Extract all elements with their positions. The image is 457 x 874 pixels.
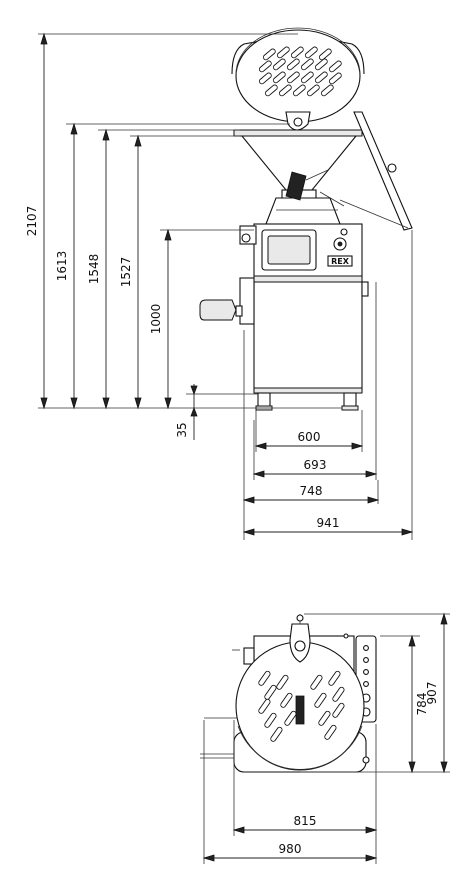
dimension-748: 748 [300, 484, 323, 498]
dimension-600: 600 [298, 430, 321, 444]
dimension-35: 35 [175, 422, 189, 437]
dimension-1613: 1613 [55, 251, 69, 282]
side-view-width-dimensions: 600 693 748 941 [242, 230, 414, 540]
dimension-693: 693 [304, 458, 327, 472]
machine-body: REX [199, 223, 369, 394]
dimension-907: 907 [425, 682, 439, 705]
brand-logo: REX [331, 257, 350, 266]
side-view-height-dimensions: 2107 1613 1548 1527 1000 35 [25, 32, 342, 440]
hopper-back-lid [319, 111, 413, 231]
dimension-1548: 1548 [87, 254, 101, 285]
dimension-784: 784 [415, 693, 429, 716]
machine-feet [255, 392, 359, 411]
top-view-machine [200, 614, 377, 773]
hopper-lid [231, 27, 365, 131]
display-screen [267, 235, 311, 265]
dimension-941: 941 [317, 516, 340, 530]
side-view-machine: REX [199, 27, 413, 411]
top-view-dimensions: 784 907 815 980 [202, 612, 450, 864]
dimension-1527: 1527 [119, 257, 133, 288]
dimension-2107: 2107 [25, 206, 39, 237]
dimension-815: 815 [294, 814, 317, 828]
brand-plate [327, 255, 353, 267]
handle [199, 299, 237, 321]
dimension-1000: 1000 [149, 304, 163, 335]
dimension-980: 980 [279, 842, 302, 856]
